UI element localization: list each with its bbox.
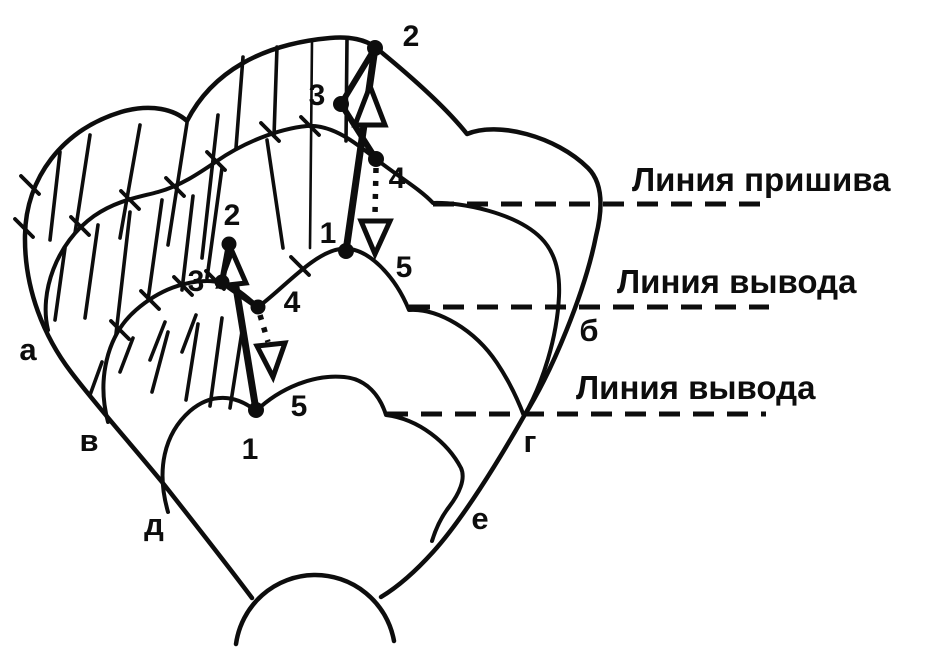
stitch-right-arrowhead-up — [351, 79, 389, 128]
hatch-lines — [48, 37, 349, 410]
point-number-right-4: 4 — [389, 162, 406, 195]
stitch-right-points — [333, 40, 384, 259]
stitch-right-dotted-4-5 — [372, 167, 379, 215]
leader-lines — [387, 201, 770, 417]
point-dot — [338, 243, 354, 259]
point-number-left-2: 2 — [224, 199, 241, 232]
point-number-left-1: 1 — [242, 433, 259, 466]
point-number-right-5: 5 — [396, 251, 413, 284]
stitch-left-dotted-4-5 — [257, 314, 271, 343]
point-dot — [221, 236, 237, 252]
stitch-group-right — [333, 40, 394, 261]
contour-letter-b: б — [579, 313, 598, 348]
point-number-right-1: 1 — [320, 217, 337, 250]
contour-letter-a: а — [19, 332, 37, 367]
contour-letter-d: д — [144, 507, 164, 542]
point-dot — [214, 274, 230, 290]
stitch-group-left — [214, 236, 289, 418]
point-number-texts-right: 2 3 4 1 5 — [309, 20, 420, 284]
point-number-left-4: 4 — [284, 286, 301, 319]
contour-letter-texts: а б в г д е — [19, 313, 598, 542]
stitch-left-arrowhead-down — [253, 340, 289, 384]
head-outline — [233, 572, 397, 647]
point-number-right-2: 2 — [403, 20, 420, 53]
point-dot — [368, 151, 384, 167]
point-number-left-5: 5 — [291, 390, 308, 423]
stitch-right-line-3-4 — [338, 102, 379, 161]
point-number-right-3: 3 — [309, 79, 326, 112]
stitch-left-points — [214, 236, 266, 418]
contour-letter-v: в — [79, 423, 98, 458]
point-dot — [248, 402, 264, 418]
contour-outer — [22, 35, 603, 601]
contour-letter-g: г — [524, 424, 537, 459]
point-dot — [250, 299, 266, 315]
stitch-right-line-2-3 — [338, 46, 378, 106]
stitch-right-arrowhead-down — [357, 218, 394, 261]
point-dot — [333, 96, 349, 112]
leader-label-sew: Линия пришива — [632, 161, 891, 198]
contour-fourth — [160, 374, 465, 543]
point-dot — [367, 40, 383, 56]
point-number-left-3: 3 — [188, 265, 205, 298]
leader-label-out-2: Линия вывода — [576, 369, 816, 406]
leader-label-out-1: Линия вывода — [617, 263, 857, 300]
point-number-texts-left: 2 3 4 1 5 — [188, 199, 308, 466]
contour-letter-e: е — [471, 501, 488, 536]
leader-label-texts: Линия пришива Линия вывода Линия вывода — [576, 161, 891, 406]
